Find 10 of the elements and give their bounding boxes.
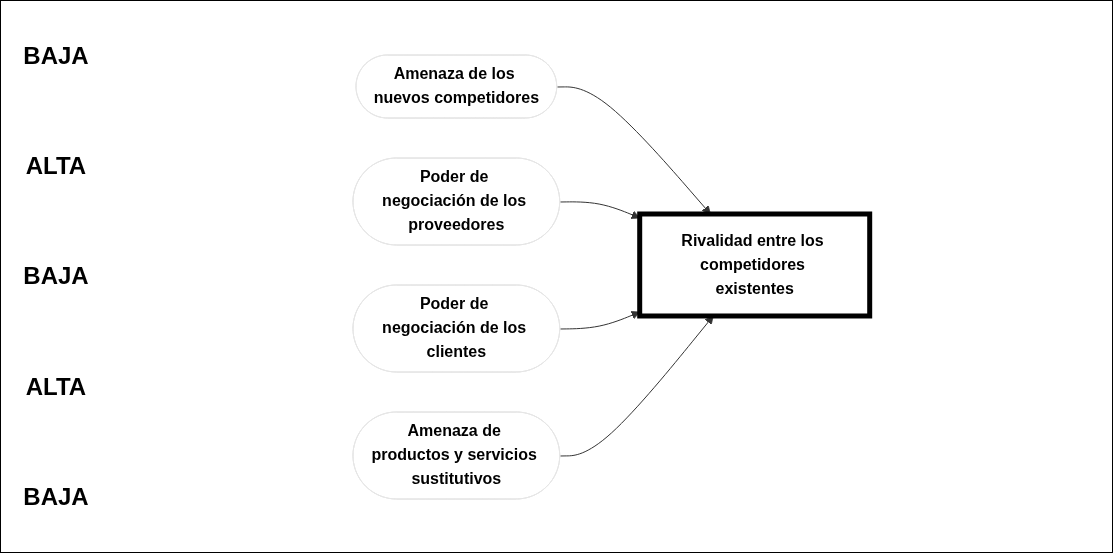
- level-label: ALTA: [25, 372, 87, 401]
- level-label: ALTA: [25, 152, 87, 181]
- node-text: Amenaza de los nuevos competidores: [373, 65, 540, 106]
- node-text: Poder de negociación de los proveedores: [382, 168, 527, 233]
- node-text: Poder de negociación de los clientes: [382, 294, 527, 360]
- node-box: Rivalidad entre los competidores existentes: [637, 211, 873, 318]
- level-label: BAJA: [23, 42, 89, 71]
- level-label: BAJA: [23, 262, 89, 291]
- node-text: Amenaza de productos y servicios sustitutivos: [371, 421, 537, 487]
- level-label: BAJA: [23, 482, 89, 511]
